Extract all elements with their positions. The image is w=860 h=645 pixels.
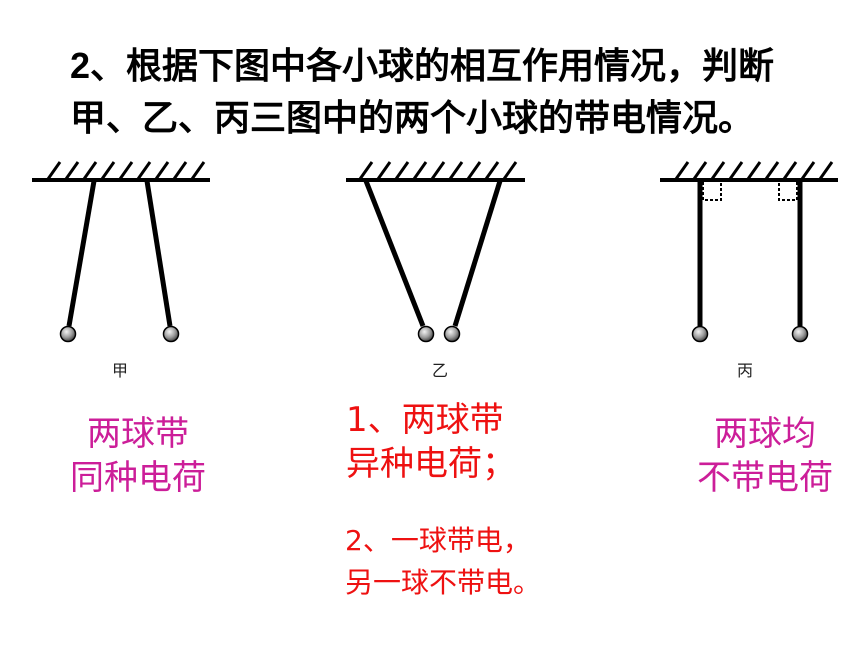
ball-bing-right — [791, 325, 809, 343]
figure-yi — [346, 161, 525, 343]
string-jia-right — [144, 180, 173, 327]
right-angle-mark-bing-right — [778, 182, 798, 201]
question-line-1-text: 、根据下图中各小球的相互作用情况，判断 — [90, 46, 775, 87]
answer-yi-note-line-1: 2、一球带电， — [345, 524, 531, 557]
answer-jia-line-2: 同种电荷 — [70, 458, 206, 498]
ceiling-hatch-jia — [46, 161, 206, 180]
question-line-1: 2、根据下图中各小球的相互作用情况，判断 — [70, 40, 850, 93]
ball-jia-right — [162, 325, 180, 343]
question-text: 2、根据下图中各小球的相互作用情况，判断 甲、乙、丙三图中的两个小球的带电情况。 — [70, 40, 850, 145]
ball-jia-left — [59, 325, 77, 343]
ball-yi-left — [417, 325, 435, 343]
ceiling-hatch-bing — [674, 161, 834, 180]
answer-yi: 1、两球带 异种电荷； — [346, 398, 536, 486]
answer-bing-line-1: 两球均 — [714, 414, 816, 454]
answer-yi-note: 2、一球带电， 另一球不带电。 — [345, 520, 541, 604]
answer-yi-note-line-2: 另一球不带电。 — [345, 566, 542, 599]
figure-bing — [660, 161, 838, 343]
figure-label-jia: 甲 — [112, 361, 129, 380]
string-yi-left — [363, 180, 426, 327]
answer-yi-line-1: 1、两球带 — [346, 400, 504, 440]
string-yi-right — [452, 180, 503, 327]
figure-jia — [32, 161, 210, 343]
question-number: 2 — [70, 45, 91, 86]
ball-bing-left — [691, 325, 709, 343]
answer-bing: 两球均 不带电荷 — [680, 412, 850, 500]
question-line-2: 甲、乙、丙三图中的两个小球的带电情况。 — [70, 98, 755, 139]
figure-label-bing: 丙 — [737, 361, 754, 380]
string-jia-left — [66, 180, 97, 327]
answer-jia-line-1: 两球带 — [87, 414, 189, 454]
figure-label-yi: 乙 — [432, 361, 449, 380]
ball-yi-right — [443, 325, 461, 343]
answer-jia: 两球带 同种电荷 — [48, 412, 228, 500]
answer-bing-line-2: 不带电荷 — [697, 458, 833, 498]
answer-yi-line-2: 异种电荷； — [346, 444, 516, 484]
ceiling-hatch-yi — [358, 161, 518, 180]
right-angle-mark-bing-left — [702, 182, 722, 201]
